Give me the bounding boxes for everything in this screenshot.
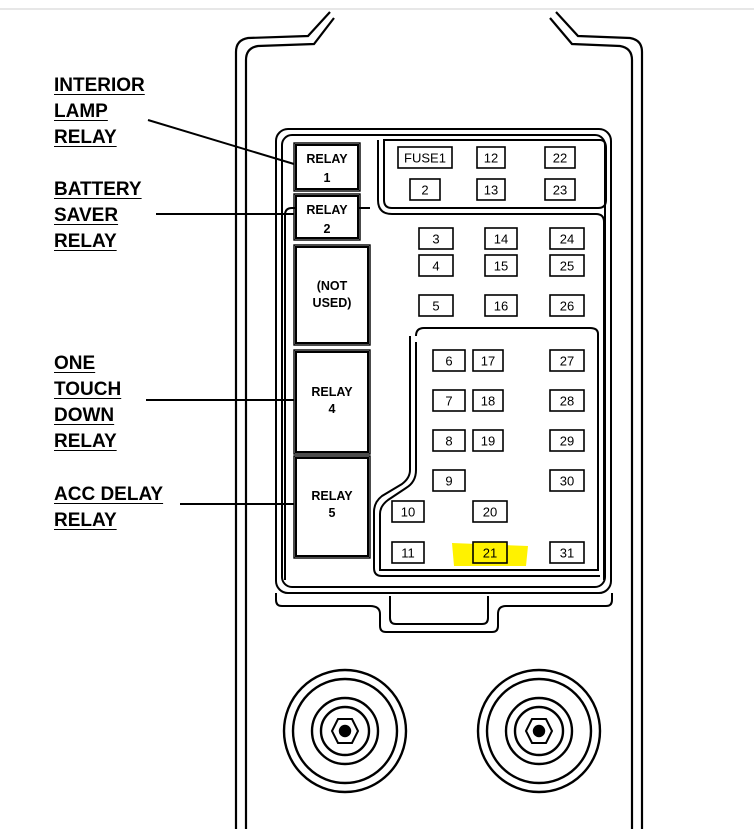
fuse-12: 12 [476,146,506,169]
relay-label: (NOT [317,279,348,293]
right-mounting-bolt [476,668,602,794]
relay-relay5: RELAY 5 [293,455,371,559]
fuse-25: 25 [549,254,585,277]
fuse-label: 13 [484,183,498,198]
one-touch-down-relay-callout: ONE TOUCH DOWN RELAY [54,351,121,455]
relay-label: RELAY [306,152,348,166]
fuse-label: 8 [445,434,452,449]
callout-line: LAMP [54,101,108,122]
fuse-label: 15 [494,259,508,274]
housing-outline [234,11,644,829]
fuse-label: 17 [481,354,495,369]
fuse-24: 24 [549,227,585,250]
fuse-19: 19 [472,429,504,452]
relay-relay1: RELAY 1 [293,142,361,192]
fuse-label: 20 [483,505,497,520]
fuse-label: 12 [484,151,498,166]
callout-line: ACC DELAY [54,484,164,505]
fuse-label: 14 [494,232,508,247]
relay-label: RELAY [311,385,353,399]
fuse-label: 10 [401,505,415,520]
interior-lamp-relay-callout: INTERIOR LAMP RELAY [54,73,145,151]
fuse-label: 21 [483,546,497,561]
relay-label: 4 [329,402,336,416]
callout-line: RELAY [54,127,117,148]
fuse-17: 17 [472,349,504,372]
callout-line: RELAY [54,510,117,531]
callout-line: SAVER [54,205,119,226]
fuse-label: 27 [560,354,574,369]
relay-label: 5 [329,506,336,520]
fuse-14: 14 [484,227,518,250]
fuse-label: 29 [560,434,574,449]
fuse-label: 5 [432,299,439,314]
fuse-21: 21 [472,541,508,564]
fuse-3: 3 [418,227,454,250]
fuse-26: 26 [549,294,585,317]
relay-relay2: RELAY 2 [293,193,361,241]
fuse-11: 11 [391,541,425,564]
fuse-28: 28 [549,389,585,412]
fuse-label: 23 [553,183,567,198]
fuse-label: 25 [560,259,574,274]
fuse-30: 30 [549,469,585,492]
fuse-label: 7 [445,394,452,409]
callout-line: RELAY [54,431,117,452]
fuse-13: 13 [476,178,506,201]
fuse-20: 20 [472,500,508,523]
fuse-label: 18 [481,394,495,409]
relay-label: USED) [313,296,352,310]
fuse-23: 23 [544,178,576,201]
fuse-22: 22 [544,146,576,169]
acc-delay-relay-callout: ACC DELAY RELAY [54,482,163,534]
fuse-label: 2 [421,183,428,198]
callout-line: BATTERY [54,179,142,200]
fuse-2: 2 [409,178,441,201]
callout-line: DOWN [54,405,115,426]
callout-line: RELAY [54,231,117,252]
fuse-label: 31 [560,546,574,561]
relay-label: 1 [324,171,331,185]
relay-label: RELAY [306,203,348,217]
left-mounting-bolt [282,668,408,794]
fuse-16: 16 [484,294,518,317]
fuse-block-body [275,128,613,633]
fuse-7: 7 [432,389,466,412]
fuse-label: 26 [560,299,574,314]
relay-label: 2 [324,222,331,236]
fuse-8: 8 [432,429,466,452]
fuse-9: 9 [432,469,466,492]
fuse-31: 31 [549,541,585,564]
leader-lines [146,119,295,505]
fuse-label: 9 [445,474,452,489]
fuse-label: 3 [432,232,439,247]
fuse-15: 15 [484,254,518,277]
battery-saver-relay-callout: BATTERY SAVER RELAY [54,177,142,255]
fuse-fuse1: FUSE1 [397,146,453,169]
fuse-label: 30 [560,474,574,489]
fuse-10: 10 [391,500,425,523]
fuse-5: 5 [418,294,454,317]
fuse-label: 4 [432,259,439,274]
fuse-label: FUSE1 [404,151,446,166]
fuse-label: 6 [445,354,452,369]
relay-label: RELAY [311,489,353,503]
fuse-6: 6 [432,349,466,372]
fuse-label: 22 [553,151,567,166]
fuse-27: 27 [549,349,585,372]
fuse-label: 28 [560,394,574,409]
fuse-label: 19 [481,434,495,449]
callout-line: INTERIOR [54,75,145,96]
fuse-label: 11 [401,546,415,561]
relay-not-used: (NOT USED) [293,244,371,346]
fuse-18: 18 [472,389,504,412]
callout-line: TOUCH [54,379,122,400]
callout-line: ONE [54,353,96,374]
fuse-label: 16 [494,299,508,314]
fuse-4: 4 [418,254,454,277]
fuse-label: 24 [560,232,574,247]
fuse-29: 29 [549,429,585,452]
relay-relay4: RELAY 4 [293,349,371,455]
